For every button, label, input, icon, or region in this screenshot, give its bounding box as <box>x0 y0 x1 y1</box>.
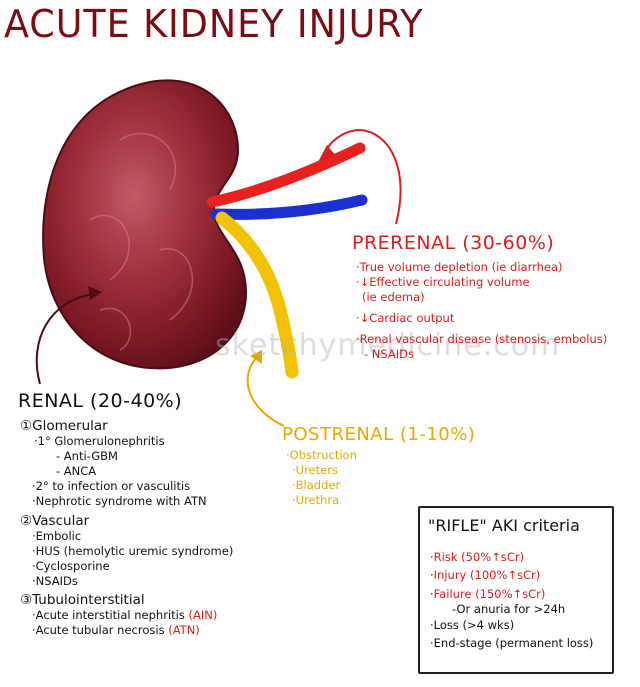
ureter <box>215 211 299 379</box>
list-item: ·Acute tubular necrosis (ATN) <box>20 623 233 638</box>
rifle-criteria-box <box>418 506 614 674</box>
list-item: ·Bladder <box>292 477 341 492</box>
list-item: ·Ureters <box>292 462 338 477</box>
list-item: ·True volume depletion (ie diarrhea) <box>356 260 563 274</box>
rifle-item-injury: ·Injury (100%↑sCr) <box>430 568 541 583</box>
list-item: ·Embolic <box>32 528 82 543</box>
renal-vein <box>210 194 368 220</box>
rifle-list: ·Risk (50%↑sCr) ·Injury (100%↑sCr) ·Fail… <box>430 548 593 653</box>
list-item: ·2° to infection or vasculitis <box>32 478 191 493</box>
prerenal-heading: PRERENAL (30-60%) <box>352 232 555 254</box>
rifle-title: "RIFLE" AKI criteria <box>428 516 580 535</box>
list-item: (ie edema) <box>362 289 425 304</box>
watermark: sketchymedicine.com <box>215 328 561 363</box>
renal-list: ①Glomerular ·1° Glomerulonephritis - Ant… <box>20 418 233 638</box>
renal-heading: RENAL (20-40%) <box>18 390 183 412</box>
list-item: ·HUS (hemolytic uremic syndrome) <box>32 543 234 558</box>
list-item: ·Cyclosporine <box>32 558 110 573</box>
kidney-illustration <box>42 79 248 370</box>
renal-artery <box>206 142 366 208</box>
list-item: - NSAIDs <box>364 346 415 361</box>
postrenal-arrow <box>246 357 285 427</box>
list-item: ·Nephrotic syndrome with ATN <box>32 493 207 508</box>
rifle-item-loss: ·Loss (>4 wks) <box>430 617 515 632</box>
list-item: ·↓Effective circulating volume <box>356 274 530 289</box>
atn-text: ·Acute tubular necrosis <box>32 623 165 638</box>
atn-abbr: (ATN) <box>168 623 200 638</box>
list-item: - ANCA <box>56 463 97 478</box>
list-item: ·Urethra <box>292 492 340 507</box>
prerenal-list: ·True volume depletion (ie diarrhea) ·↓E… <box>356 260 607 362</box>
ain-text: ·Acute interstitial nephritis <box>32 608 185 623</box>
rifle-item-anuria: -Or anuria for >24h <box>452 602 566 617</box>
tubulointerstitial-label: ③Tubulointerstitial <box>20 592 145 609</box>
list-item: ·1° Glomerulonephritis <box>34 434 165 448</box>
postrenal-list: ·Obstruction ·Ureters ·Bladder ·Urethra <box>286 448 357 508</box>
list-item: ·↓Cardiac output <box>356 310 455 325</box>
page-title: ACUTE KIDNEY INJURY <box>4 2 424 46</box>
glomerular-label: ①Glomerular <box>20 418 108 434</box>
list-item: - Anti-GBM <box>56 448 118 463</box>
list-item: ·NSAIDs <box>32 573 78 588</box>
renal-arrow <box>35 293 95 385</box>
rifle-item-failure: ·Failure (150%↑sCr) <box>430 586 546 601</box>
list-item: ·Obstruction <box>286 448 357 462</box>
rifle-item-end-stage: ·End-stage (permanent loss) <box>430 636 594 651</box>
postrenal-heading: POSTRENAL (1-10%) <box>282 424 476 445</box>
vascular-label: ②Vascular <box>20 512 90 529</box>
rifle-item-risk: ·Risk (50%↑sCr) <box>430 550 525 564</box>
ain-abbr: (AIN) <box>188 608 218 623</box>
list-item: ·Renal vascular disease (stenosis, embol… <box>356 331 608 346</box>
prerenal-arrow <box>325 128 402 225</box>
list-item: ·Acute interstitial nephritis (AIN) <box>20 608 233 623</box>
